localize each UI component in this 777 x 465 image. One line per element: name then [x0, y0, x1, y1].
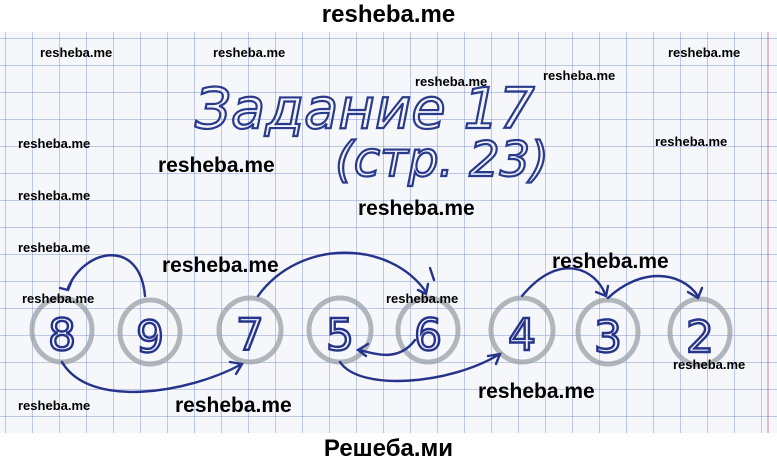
watermark: resheba.me [175, 394, 292, 417]
digit-5: 6 [414, 310, 442, 361]
watermark: resheba.me [668, 45, 741, 60]
watermark: resheba.me [478, 380, 595, 403]
margin-line [767, 32, 769, 433]
watermark: resheba.me [18, 188, 91, 203]
circle-5 [395, 295, 461, 365]
arrow-tick-2 [428, 266, 436, 282]
notebook-page: Задание 17 (стр. 23) 8 9 7 5 6 4 3 2 [0, 32, 777, 433]
task-title-line1: Задание 17 [195, 77, 535, 142]
arrow-3-to-2 [606, 274, 700, 300]
arrow-head-5 [486, 352, 502, 366]
arrow-head-2 [416, 282, 430, 296]
watermark: resheba.me [40, 45, 113, 60]
circle-2 [117, 297, 183, 367]
watermark: resheba.me [18, 136, 91, 151]
circle-6 [488, 295, 556, 365]
arrow-8-to-7 [60, 360, 242, 394]
digit-7: 3 [594, 312, 622, 363]
site-header: resheba.me [0, 0, 777, 32]
watermark: resheba.me [213, 45, 286, 60]
arrow-head-1 [58, 278, 74, 292]
watermark: resheba.me [158, 154, 275, 177]
circle-8 [667, 296, 733, 368]
watermark: resheba.me [655, 134, 728, 149]
arrow-9-to-8 [66, 254, 147, 298]
arrow-head-7 [686, 286, 704, 300]
arrow-head-6 [594, 284, 610, 298]
handwritten-solution: Задание 17 (стр. 23) 8 9 7 5 6 4 3 2 [29, 76, 733, 394]
watermark: resheba.me [18, 398, 91, 413]
site-footer: Решеба.ми [0, 433, 777, 465]
watermark: resheba.me [162, 254, 279, 277]
arrow-4-to-3 [520, 267, 607, 298]
watermark: resheba.me [386, 291, 459, 306]
arrow-5-to-4 [338, 353, 500, 383]
digit-8: 2 [686, 312, 714, 363]
watermark: resheba.me [543, 68, 616, 83]
swap-arrows [58, 251, 704, 394]
watermark: resheba.me [18, 240, 91, 255]
digit-4: 5 [326, 310, 354, 361]
arrow-head-4 [355, 342, 370, 358]
task-title-line2: (стр. 23) [335, 132, 549, 188]
digit-6: 4 [508, 310, 536, 361]
arrow-7-to-6 [256, 251, 428, 298]
digit-2: 9 [136, 312, 164, 363]
circle-3 [216, 295, 284, 365]
watermark: resheba.me [673, 357, 746, 372]
digit-1: 8 [48, 310, 76, 361]
watermark: resheba.me [552, 250, 669, 273]
arrow-6-to-5 [358, 338, 417, 357]
watermark: resheba.me [22, 291, 95, 306]
watermark: resheba.me [358, 197, 475, 220]
arrow-head-3 [228, 360, 244, 376]
watermark: resheba.me [415, 74, 488, 89]
circle-7 [575, 297, 641, 367]
digit-3: 7 [236, 310, 264, 361]
